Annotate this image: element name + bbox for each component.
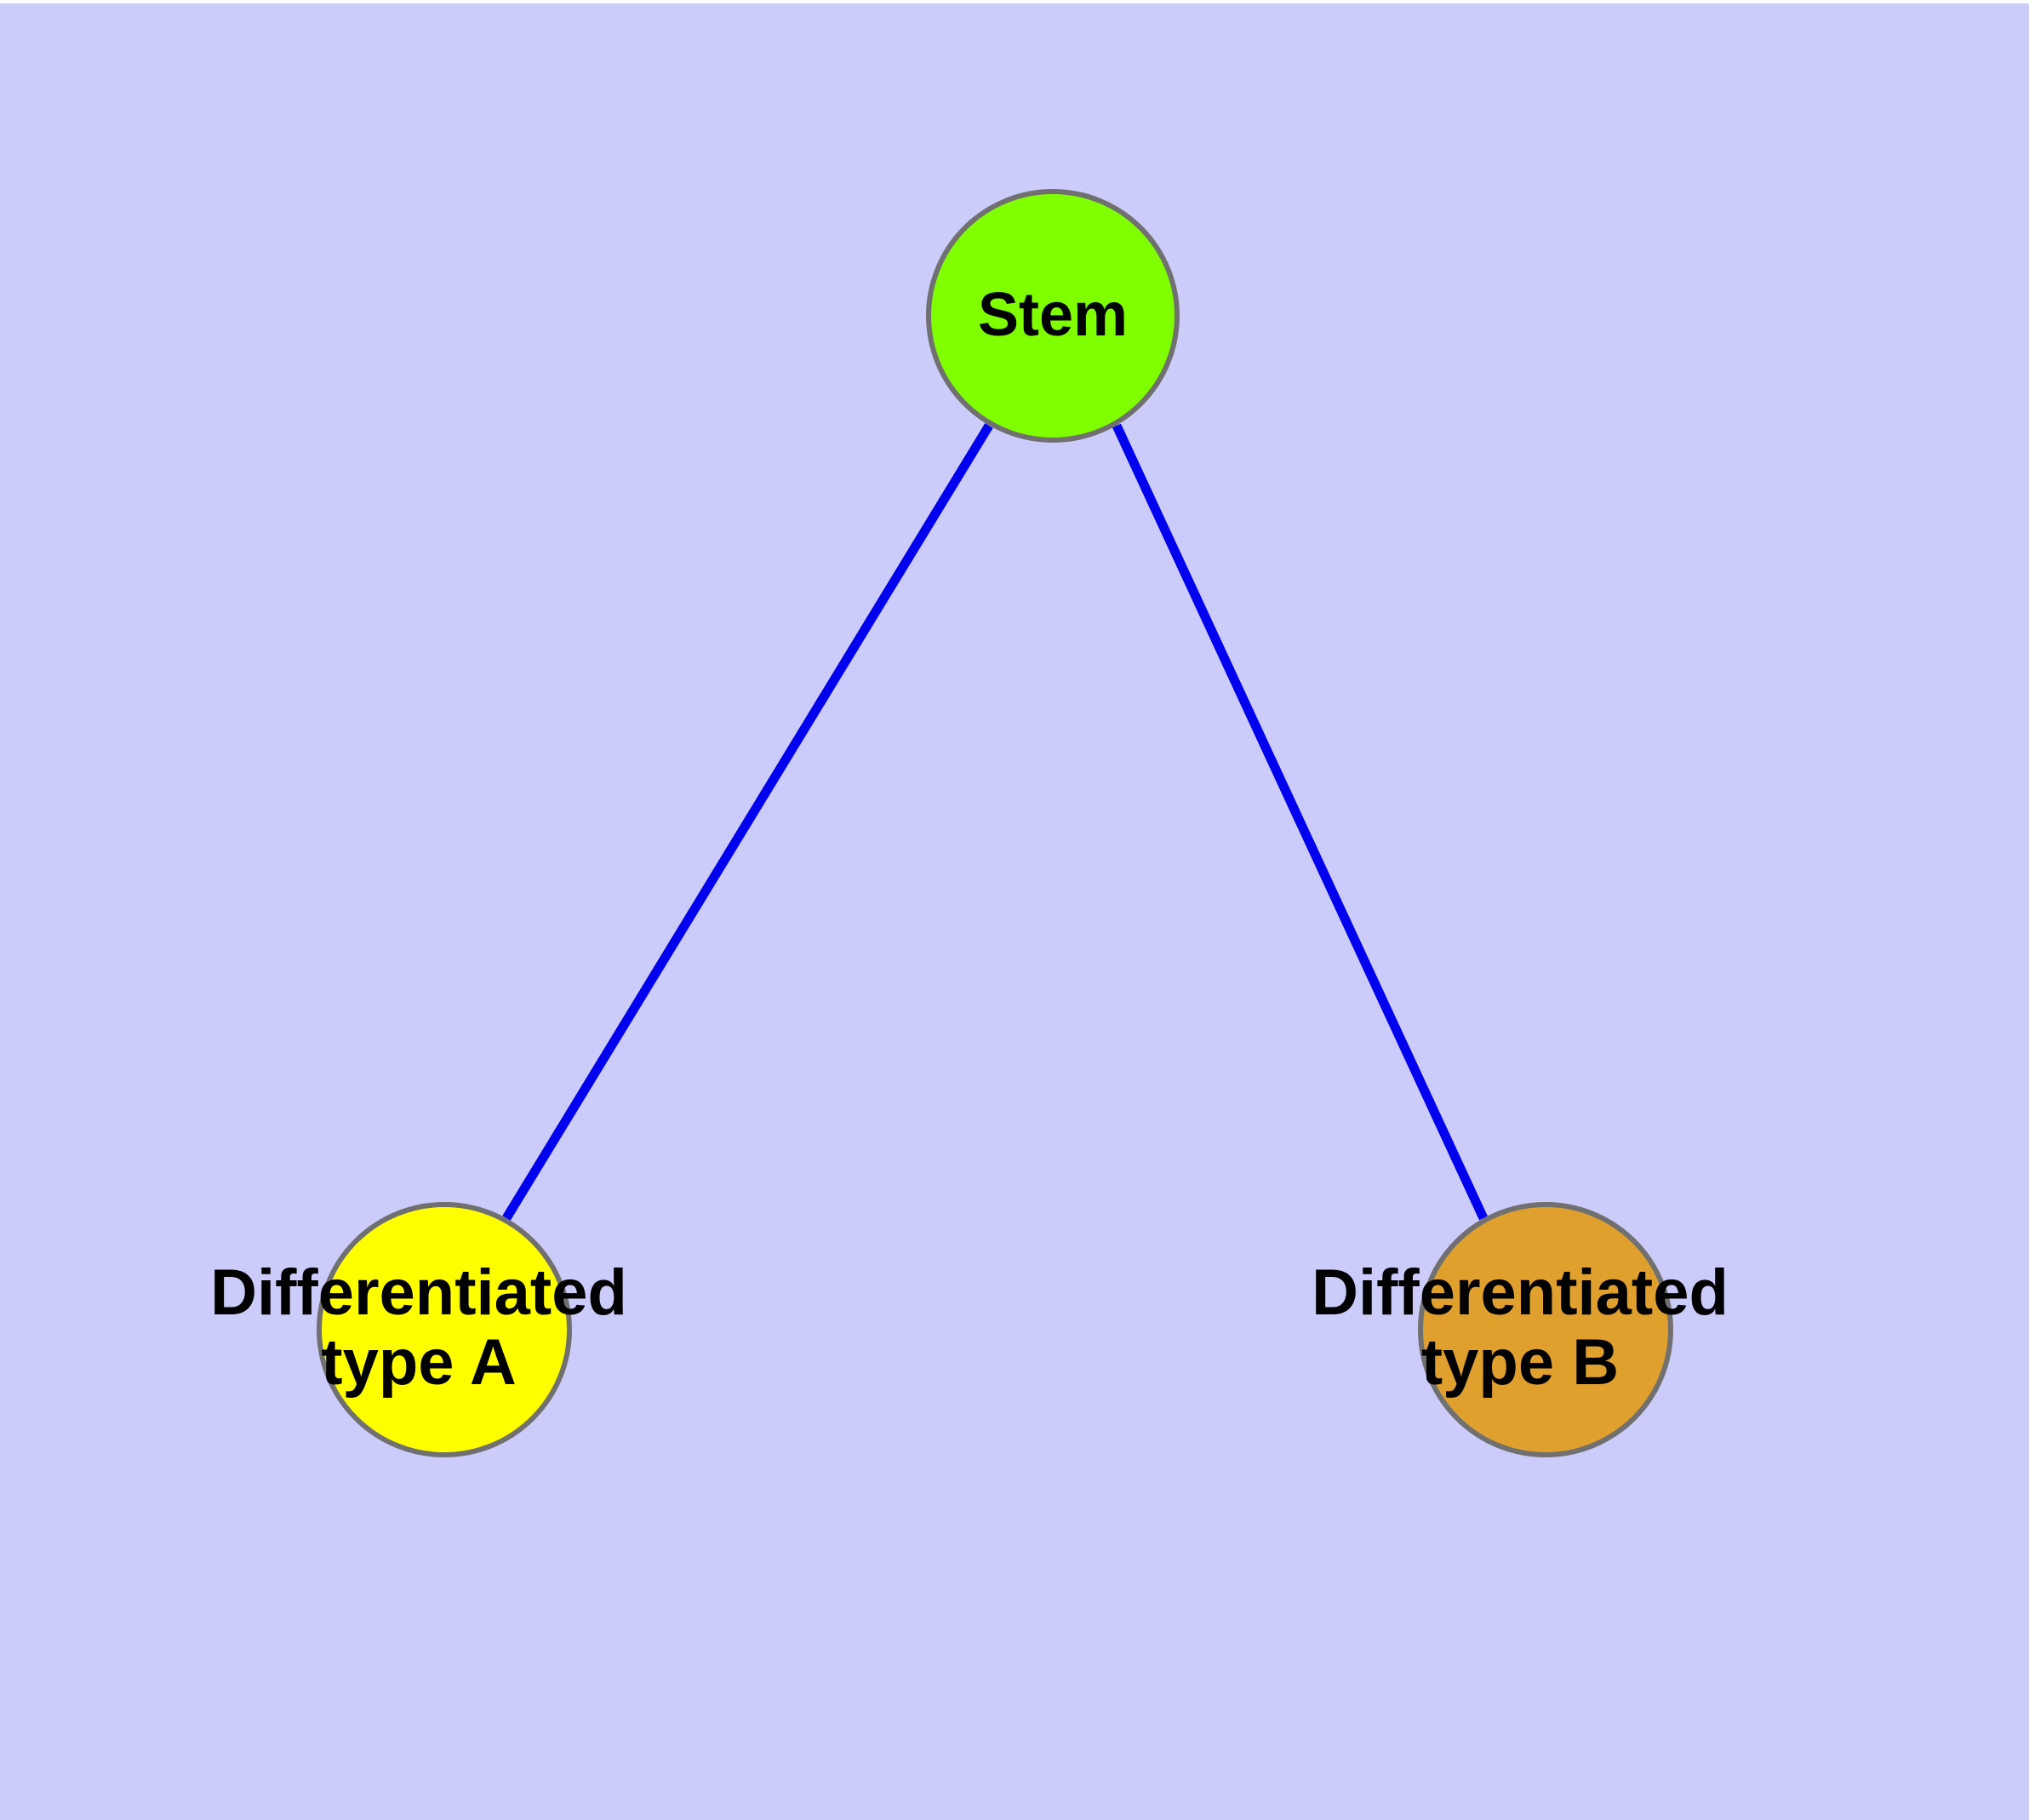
- node-layer: [317, 189, 1673, 1457]
- edge-layer: [502, 423, 1488, 1221]
- node-stem[interactable]: [926, 189, 1180, 443]
- edge-stem-to-differentiated-type-b: [1112, 423, 1488, 1221]
- node-differentiated-type-a[interactable]: [317, 1202, 572, 1457]
- edge-stem-to-differentiated-type-a: [502, 423, 993, 1221]
- node-differentiated-type-b[interactable]: [1418, 1202, 1673, 1457]
